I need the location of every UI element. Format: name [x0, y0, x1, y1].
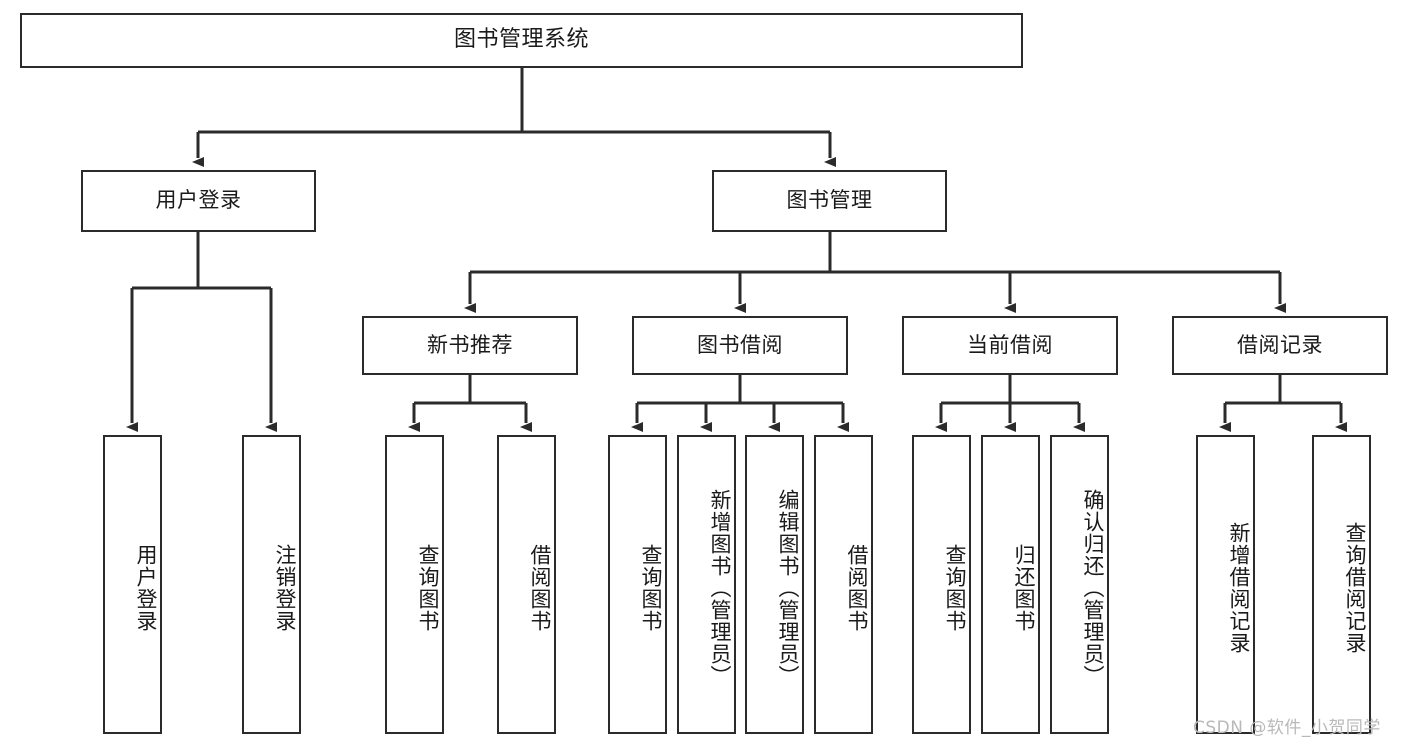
node-borrow-record[interactable]: 借阅记录 — [1172, 316, 1388, 375]
node-label: 查询图书 — [416, 543, 440, 632]
node-book-manage[interactable]: 图书管理 — [712, 170, 947, 232]
leaf-borrow-book-2[interactable]: 借阅图书 — [814, 435, 873, 734]
node-label: 借阅图书 — [845, 543, 869, 632]
node-label: 图书借阅 — [697, 332, 783, 357]
leaf-return-book[interactable]: 归还图书 — [981, 435, 1040, 734]
node-current-borrow[interactable]: 当前借阅 — [902, 316, 1118, 375]
leaf-confirm-return[interactable]: 确认归还（管理员） — [1050, 435, 1109, 734]
node-new-book-recommend[interactable]: 新书推荐 — [362, 316, 578, 375]
node-root-book-management-system[interactable]: 图书管理系统 — [20, 13, 1023, 68]
node-label: 归还图书 — [1012, 543, 1036, 632]
node-user-login[interactable]: 用户登录 — [81, 170, 316, 232]
node-label: 查询借阅记录 — [1343, 521, 1367, 654]
leaf-query-book-1[interactable]: 查询图书 — [385, 435, 444, 734]
node-label: 编辑图书（管理员） — [776, 488, 800, 687]
leaf-query-book-3[interactable]: 查询图书 — [912, 435, 971, 734]
leaf-query-book-2[interactable]: 查询图书 — [608, 435, 667, 734]
leaf-query-record[interactable]: 查询借阅记录 — [1312, 435, 1371, 734]
node-label: 借阅记录 — [1237, 332, 1323, 357]
node-label: 新书推荐 — [427, 332, 513, 357]
node-label: 图书管理 — [786, 188, 873, 213]
node-label: 新增图书（管理员） — [708, 488, 732, 687]
node-label: 确认归还（管理员） — [1081, 488, 1105, 687]
node-label: 新增借阅记录 — [1227, 521, 1251, 654]
node-label: 查询图书 — [639, 543, 663, 632]
leaf-user-login[interactable]: 用户登录 — [103, 435, 162, 734]
node-label: 查询图书 — [943, 543, 967, 632]
node-label: 图书管理系统 — [453, 27, 589, 53]
node-label: 注销登录 — [273, 543, 297, 632]
leaf-add-record[interactable]: 新增借阅记录 — [1196, 435, 1255, 734]
leaf-edit-book[interactable]: 编辑图书（管理员） — [745, 435, 804, 734]
leaf-add-book[interactable]: 新增图书（管理员） — [677, 435, 736, 734]
leaf-borrow-book-1[interactable]: 借阅图书 — [497, 435, 556, 734]
node-label: 用户登录 — [155, 188, 242, 213]
leaf-logout-login[interactable]: 注销登录 — [242, 435, 301, 734]
node-label: 当前借阅 — [967, 332, 1053, 357]
node-label: 用户登录 — [134, 543, 158, 632]
watermark-csdn: CSDN @软件_小贺同学 — [1193, 718, 1381, 738]
node-label: 借阅图书 — [528, 543, 552, 632]
node-book-borrow[interactable]: 图书借阅 — [632, 316, 848, 375]
